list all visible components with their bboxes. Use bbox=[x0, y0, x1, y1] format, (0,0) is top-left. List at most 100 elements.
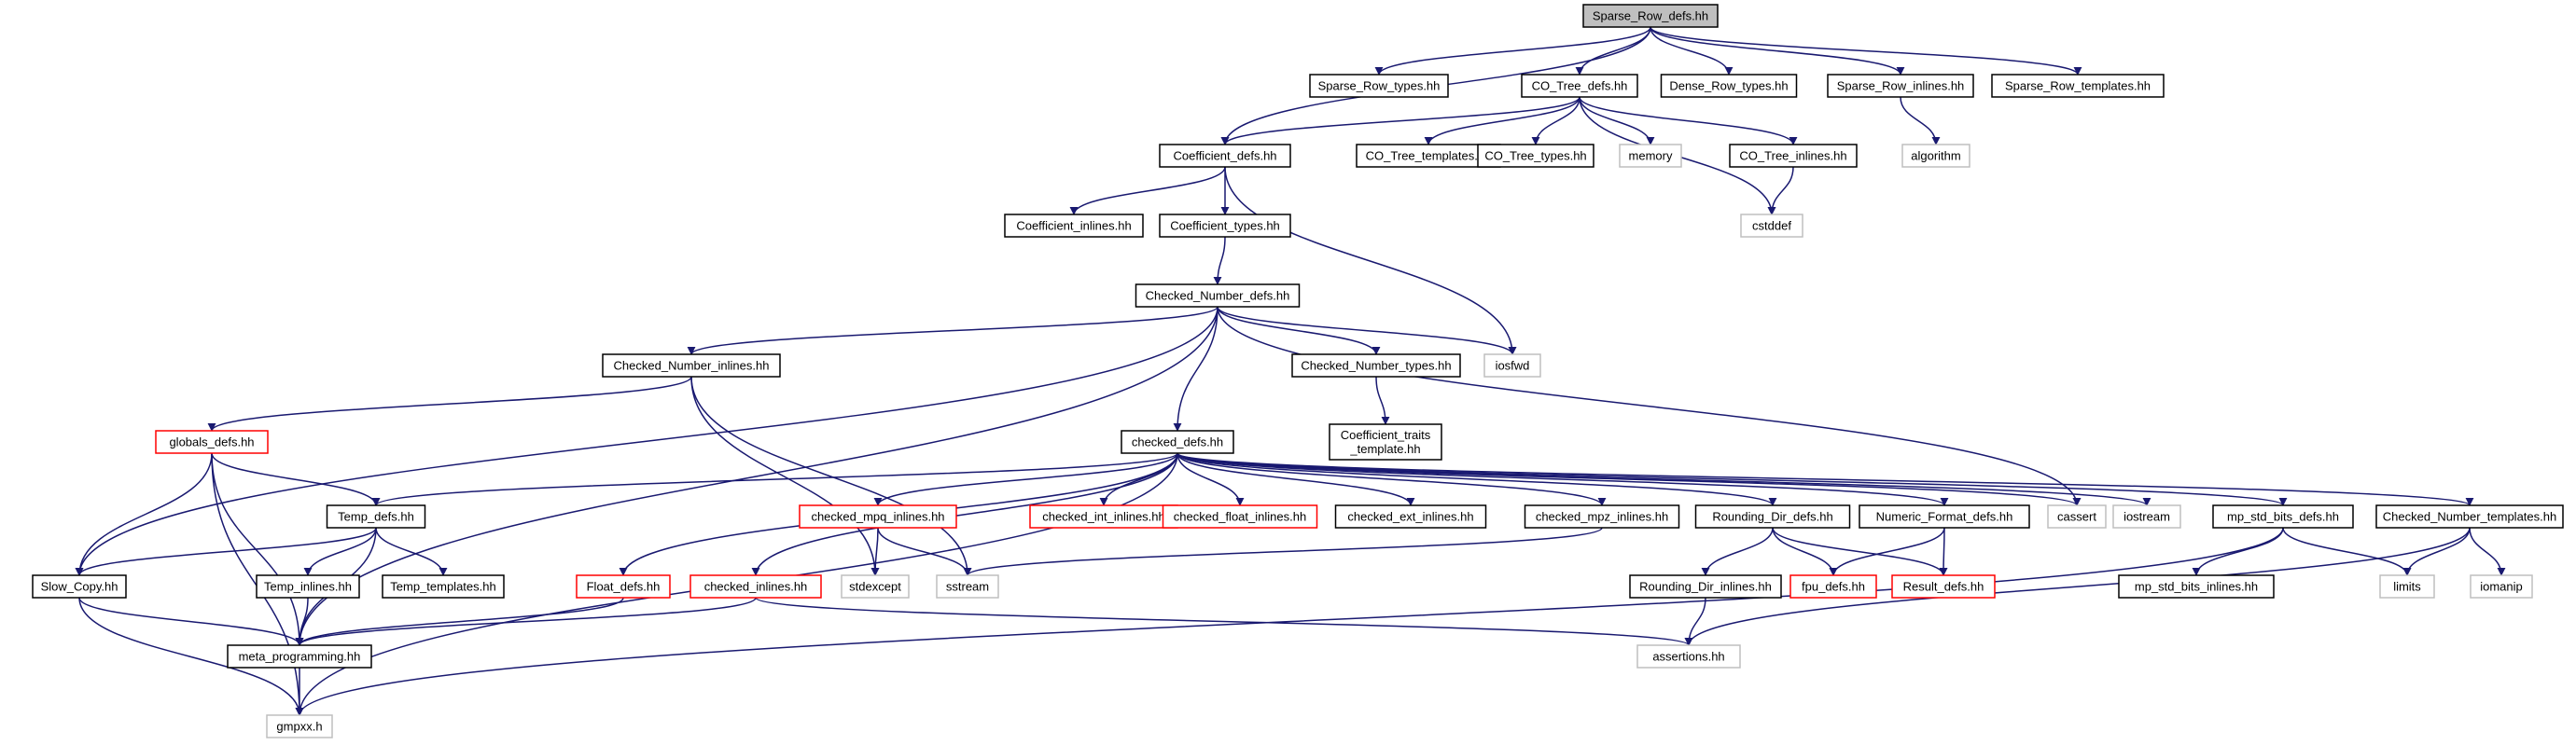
edge-globals_defs-to-slow_copy bbox=[75, 452, 213, 576]
node-box-coefficient_defs bbox=[1159, 144, 1291, 168]
node-checked_number_templates[interactable]: Checked_Number_templates.hh bbox=[2375, 504, 2564, 529]
edge-checked_number_defs-to-checked_number_types bbox=[1217, 306, 1381, 355]
node-rounding_dir_defs[interactable]: Rounding_Dir_defs.hh bbox=[1694, 504, 1851, 529]
node-box-checked_number_defs bbox=[1135, 283, 1301, 308]
node-checked_defs[interactable]: checked_defs.hh bbox=[1121, 430, 1234, 454]
node-sparse_row_templates[interactable]: Sparse_Row_templates.hh bbox=[1991, 74, 2165, 98]
edge-checked_mpz_inlines-to-sstream bbox=[963, 527, 1603, 576]
edge-numeric_format_defs-to-result_defs bbox=[1939, 527, 1948, 576]
node-dense_row_types[interactable]: Dense_Row_types.hh bbox=[1660, 74, 1798, 98]
node-box-checked_float_inlines bbox=[1162, 504, 1318, 529]
edge-coefficient_defs-to-coefficient_inlines bbox=[1069, 166, 1226, 215]
edge-sparse_row_defs-to-sparse_row_inlines bbox=[1650, 26, 1905, 76]
node-checked_number_types[interactable]: Checked_Number_types.hh bbox=[1291, 353, 1461, 378]
edge-checked_number_templates-to-limits bbox=[2402, 527, 2471, 576]
node-box-temp_inlines bbox=[256, 574, 360, 599]
node-float_defs[interactable]: Float_defs.hh bbox=[576, 574, 671, 599]
node-coefficient_defs[interactable]: Coefficient_defs.hh bbox=[1159, 144, 1291, 168]
node-checked_number_inlines[interactable]: Checked_Number_inlines.hh bbox=[602, 353, 781, 378]
node-globals_defs[interactable]: globals_defs.hh bbox=[155, 430, 269, 454]
edge-rounding_dir_inlines-to-assertions bbox=[1684, 597, 1706, 646]
node-label: CO_Tree_types.hh bbox=[1484, 149, 1586, 163]
node-result_defs[interactable]: Result_defs.hh bbox=[1891, 574, 1996, 599]
node-label: Checked_Number_templates.hh bbox=[2383, 510, 2556, 524]
node-checked_inlines[interactable]: checked_inlines.hh bbox=[689, 574, 822, 599]
node-box-assertions bbox=[1636, 644, 1741, 669]
node-sparse_row_defs[interactable]: Sparse_Row_defs.hh bbox=[1582, 4, 1719, 28]
node-label: stdexcept bbox=[849, 580, 901, 594]
node-fpu_defs[interactable]: fpu_defs.hh bbox=[1789, 574, 1877, 599]
node-label: Sparse_Row_types.hh bbox=[1318, 79, 1441, 93]
node-label: iomanip bbox=[2480, 580, 2523, 594]
node-box-iosfwd bbox=[1483, 353, 1541, 378]
node-meta_programming[interactable]: meta_programming.hh bbox=[227, 644, 372, 669]
node-rounding_dir_inlines[interactable]: Rounding_Dir_inlines.hh bbox=[1629, 574, 1782, 599]
node-label: checked_defs.hh bbox=[1132, 435, 1223, 449]
node-co_tree_types[interactable]: CO_Tree_types.hh bbox=[1477, 144, 1594, 168]
edge-co_tree_defs-to-co_tree_types bbox=[1531, 96, 1580, 145]
node-sparse_row_types[interactable]: Sparse_Row_types.hh bbox=[1309, 74, 1449, 98]
node-checked_int_inlines[interactable]: checked_int_inlines.hh bbox=[1029, 504, 1178, 529]
node-box-cassert bbox=[2047, 504, 2107, 529]
node-coefficient_traits_template[interactable]: Coefficient_traits_template.hh bbox=[1329, 423, 1442, 461]
node-label: memory bbox=[1629, 149, 1673, 163]
node-box-coefficient_traits_template bbox=[1329, 423, 1442, 461]
node-temp_inlines[interactable]: Temp_inlines.hh bbox=[256, 574, 360, 599]
node-box-co_tree_types bbox=[1477, 144, 1594, 168]
node-box-checked_defs bbox=[1121, 430, 1234, 454]
node-label: mp_std_bits_defs.hh bbox=[2227, 510, 2339, 524]
node-coefficient_types[interactable]: Coefficient_types.hh bbox=[1159, 214, 1291, 238]
node-checked_mpz_inlines[interactable]: checked_mpz_inlines.hh bbox=[1524, 504, 1680, 529]
node-box-globals_defs bbox=[155, 430, 269, 454]
edge-float_defs-to-meta_programming bbox=[295, 597, 624, 646]
edge-globals_defs-to-temp_defs bbox=[211, 452, 381, 506]
node-label: cstddef bbox=[1752, 219, 1791, 233]
node-co_tree_inlines[interactable]: CO_Tree_inlines.hh bbox=[1729, 144, 1858, 168]
node-label: Coefficient_inlines.hh bbox=[1016, 219, 1131, 233]
node-label: Result_defs.hh bbox=[1903, 580, 1984, 594]
node-checked_mpq_inlines[interactable]: checked_mpq_inlines.hh bbox=[799, 504, 957, 529]
node-box-temp_defs bbox=[326, 504, 426, 529]
node-checked_number_defs[interactable]: Checked_Number_defs.hh bbox=[1135, 283, 1301, 308]
node-coefficient_inlines[interactable]: Coefficient_inlines.hh bbox=[1004, 214, 1144, 238]
node-label: globals_defs.hh bbox=[169, 435, 254, 449]
edge-checked_number_templates-to-assertions bbox=[1684, 527, 2471, 646]
node-temp_templates[interactable]: Temp_templates.hh bbox=[382, 574, 505, 599]
node-mp_std_bits_inlines[interactable]: mp_std_bits_inlines.hh bbox=[2118, 574, 2275, 599]
node-box-sparse_row_inlines bbox=[1827, 74, 1974, 98]
node-gmpxx: gmpxx.h bbox=[266, 714, 333, 738]
node-slow_copy[interactable]: Slow_Copy.hh bbox=[32, 574, 127, 599]
node-cstddef: cstddef bbox=[1740, 214, 1803, 238]
node-checked_ext_inlines[interactable]: checked_ext_inlines.hh bbox=[1334, 504, 1487, 529]
edge-checked_mpq_inlines-to-stdexcept bbox=[870, 527, 880, 576]
node-box-sparse_row_types bbox=[1309, 74, 1449, 98]
edge-checked_number_types-to-coefficient_traits_template bbox=[1375, 376, 1390, 425]
node-checked_float_inlines[interactable]: checked_float_inlines.hh bbox=[1162, 504, 1318, 529]
node-label: Temp_inlines.hh bbox=[264, 580, 352, 594]
node-co_tree_templates[interactable]: CO_Tree_templates.hh bbox=[1356, 144, 1501, 168]
node-mp_std_bits_defs[interactable]: mp_std_bits_defs.hh bbox=[2212, 504, 2354, 529]
edge-checked_defs-to-iostream bbox=[1177, 452, 2151, 506]
edge-slow_copy-to-meta_programming bbox=[78, 597, 304, 646]
node-label: Rounding_Dir_defs.hh bbox=[1712, 510, 1832, 524]
edge-numeric_format_defs-to-fpu_defs bbox=[1829, 527, 1945, 576]
node-box-sstream bbox=[936, 574, 999, 599]
node-label: algorithm bbox=[1911, 149, 1960, 163]
node-cassert: cassert bbox=[2047, 504, 2107, 529]
edge-temp_defs-to-temp_templates bbox=[375, 527, 448, 576]
node-label: assertions.hh bbox=[1652, 650, 1724, 664]
edge-sparse_row_inlines-to-algorithm bbox=[1900, 96, 1941, 145]
node-label: Numeric_Format_defs.hh bbox=[1876, 510, 2013, 524]
node-box-rounding_dir_inlines bbox=[1629, 574, 1782, 599]
node-box-fpu_defs bbox=[1789, 574, 1877, 599]
edge-rounding_dir_defs-to-result_defs bbox=[1772, 527, 1948, 576]
node-box-gmpxx bbox=[266, 714, 333, 738]
node-numeric_format_defs[interactable]: Numeric_Format_defs.hh bbox=[1859, 504, 2030, 529]
edge-coefficient_defs-to-iosfwd bbox=[1224, 166, 1517, 355]
node-temp_defs[interactable]: Temp_defs.hh bbox=[326, 504, 426, 529]
edge-mp_std_bits_defs-to-mp_std_bits_inlines bbox=[2192, 527, 2284, 576]
node-sparse_row_inlines[interactable]: Sparse_Row_inlines.hh bbox=[1827, 74, 1974, 98]
node-co_tree_defs[interactable]: CO_Tree_defs.hh bbox=[1521, 74, 1638, 98]
node-box-slow_copy bbox=[32, 574, 127, 599]
